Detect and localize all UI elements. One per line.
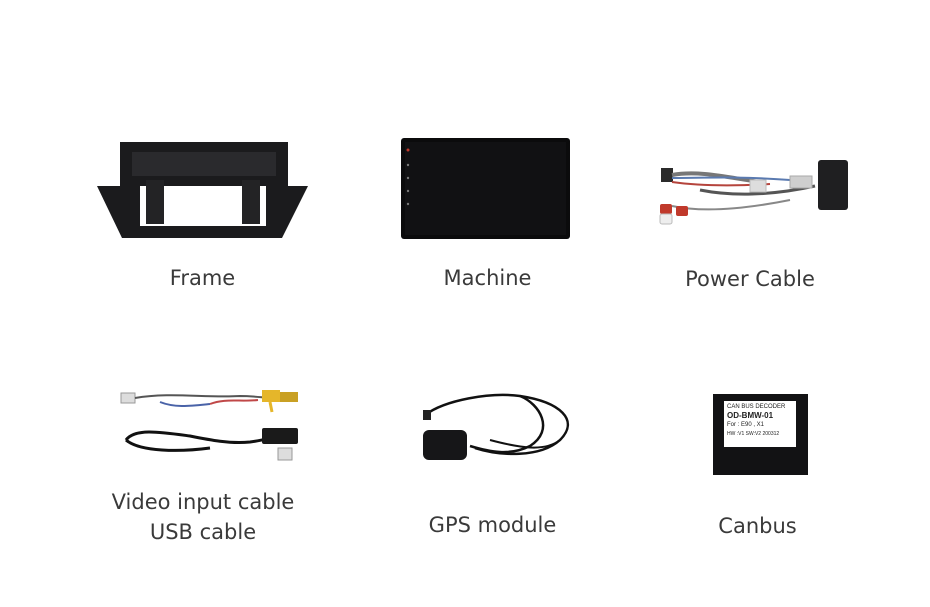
- decoder-line-3: For : E90 , X1: [727, 422, 765, 428]
- canbus-decoder-sticker: CAN BUS DECODER OD-BMW-01 For : E90 , X1…: [724, 401, 796, 447]
- power-cable-label: Power Cable: [685, 267, 815, 291]
- gps-module-label: GPS module: [428, 513, 557, 537]
- frame-label: Frame: [169, 266, 236, 290]
- canbus-label: Canbus: [718, 514, 797, 538]
- usb-cable-label: USB cable: [149, 520, 257, 544]
- decoder-line-2: OD-BMW-01: [727, 411, 774, 420]
- machine-label: Machine: [443, 266, 532, 290]
- decoder-line-1: CAN BUS DECODER: [727, 404, 786, 410]
- video-cable-label: Video input cable: [111, 490, 295, 514]
- decoder-line-4: HW :V1 SW:V2 200312: [727, 431, 780, 437]
